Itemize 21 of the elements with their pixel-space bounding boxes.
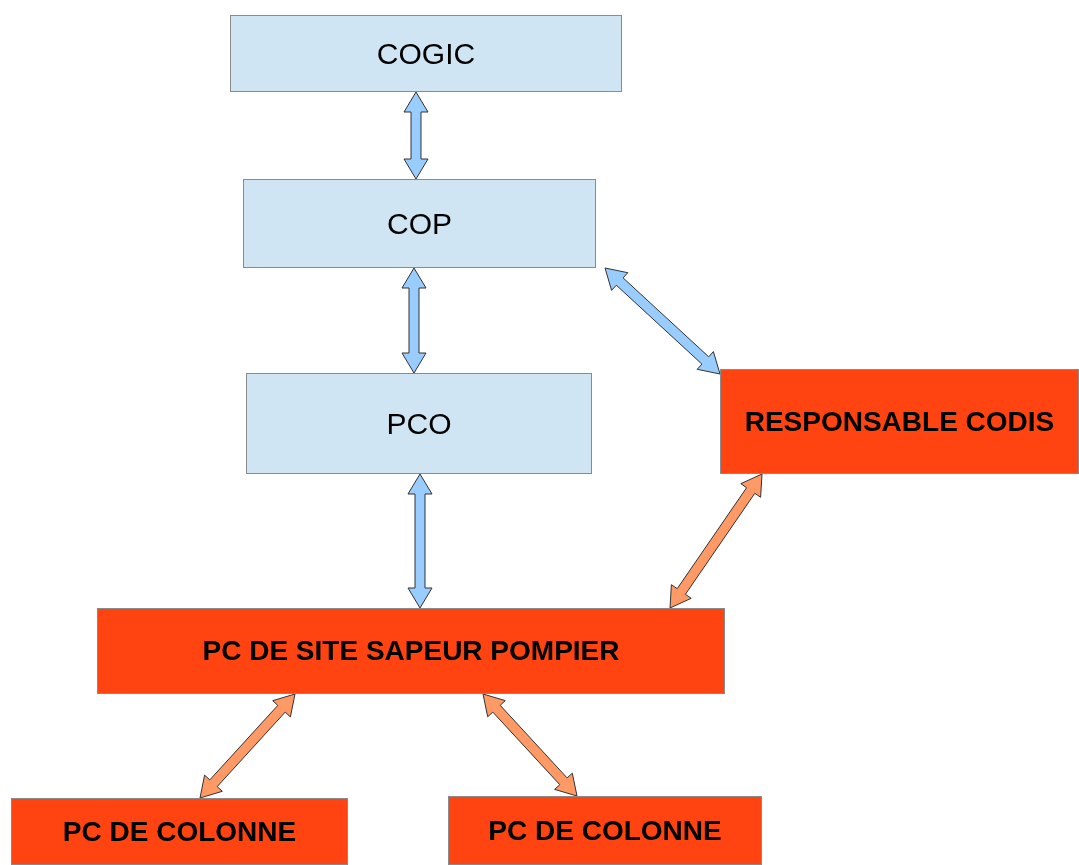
double-arrow [604,267,721,375]
double-arrow [669,473,763,609]
box-label: PCO [386,406,452,441]
double-arrow [401,267,427,374]
process-box [720,369,1079,474]
box-label: RESPONSABLE CODIS [744,405,1055,438]
process-box [230,15,622,92]
double-arrow [407,473,433,609]
double-arrow [482,693,578,797]
process-box [448,796,762,865]
box-label: COGIC [376,36,476,71]
process-box [246,373,592,474]
box-label: PC DE COLONNE [488,814,722,847]
box-label: PC DE COLONNE [62,815,297,848]
box-label: PC DE SITE SAPEUR POMPIER [202,635,620,667]
double-arrow [199,693,296,799]
box-label: COP [387,206,452,241]
process-box [97,608,725,694]
process-box [243,179,596,268]
process-box [11,798,348,865]
double-arrow [403,91,429,180]
